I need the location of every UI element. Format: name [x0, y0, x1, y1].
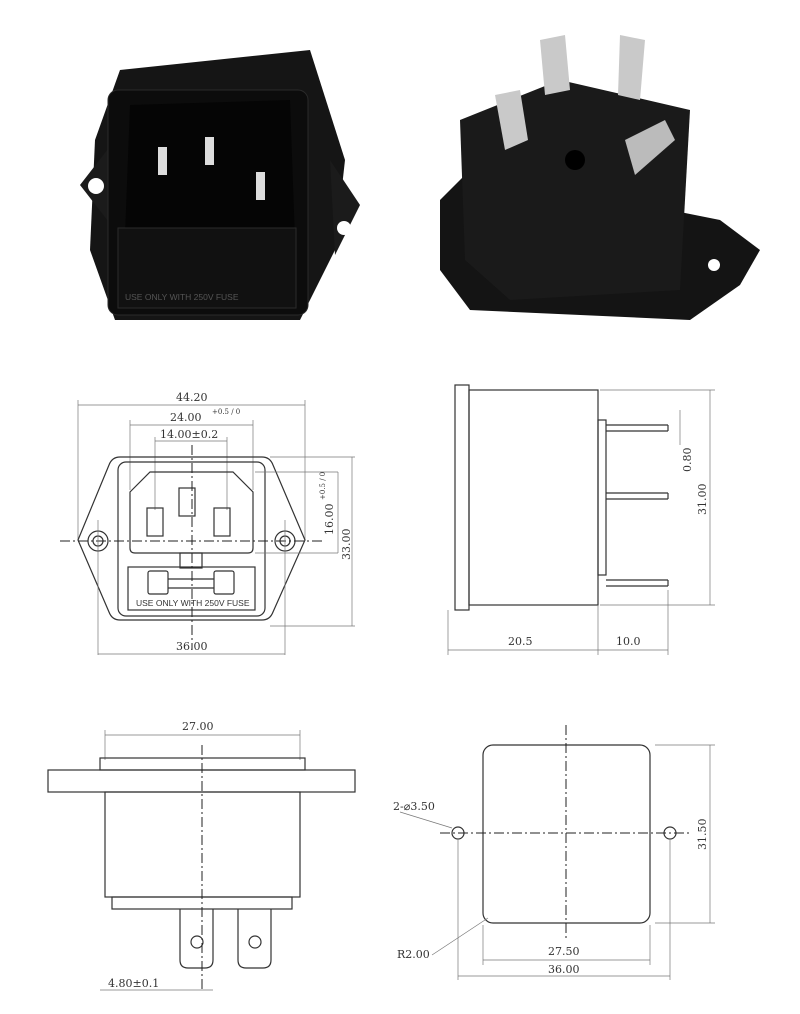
dim-hole-spacing: 36.00 [176, 640, 208, 653]
dim-inner-width: 24.00 [170, 411, 202, 424]
dim-pin-thickness: 0.80 [681, 448, 694, 473]
dim-overall-width: 44.20 [176, 391, 208, 404]
dim-cutout-height: 31.50 [696, 819, 709, 851]
photo-front-inlet: USE ONLY WITH 250V FUSE [80, 50, 360, 320]
fuse-label: USE ONLY WITH 250V FUSE [136, 598, 250, 608]
dim-corner-radius: R2.00 [397, 948, 430, 961]
dim-tab-width: 4.80±0.1 [108, 977, 159, 990]
bottom-view-drawing: 27.00 4.80±0.1 [47, 720, 356, 991]
side-view-drawing: 0.80 31.00 20.5 10.0 [447, 384, 715, 655]
dim-cutout-overall-width: 36.00 [548, 963, 580, 976]
dim-inner-height: 16.00 [323, 504, 336, 536]
dim-body-depth: 20.5 [508, 635, 533, 648]
dim-cutout-inner-width: 27.50 [548, 945, 580, 958]
front-view-drawing: 44.20 24.00 +0.5 / 0 14.00±0.2 USE ONLY … [60, 391, 355, 655]
dim-inner-width-tol: +0.5 / 0 [212, 408, 240, 416]
photo-fuse-label: USE ONLY WITH 250V FUSE [125, 292, 239, 302]
dim-overall-height: 33.00 [340, 529, 353, 561]
dim-pin-spacing: 14.00±0.2 [160, 428, 218, 441]
dim-pin-length: 10.0 [616, 635, 641, 648]
dim-inner-height-tol: +0.5 / 0 [319, 472, 327, 500]
dim-bottom-width: 27.00 [182, 720, 214, 733]
photo-rear-inlet [440, 35, 760, 320]
dim-hole-diameter: 2-⌀3.50 [393, 800, 435, 813]
dim-side-height: 31.00 [696, 484, 709, 516]
cutout-view-drawing: 2-⌀3.50 31.50 R2.00 27.50 36.00 [393, 725, 715, 980]
